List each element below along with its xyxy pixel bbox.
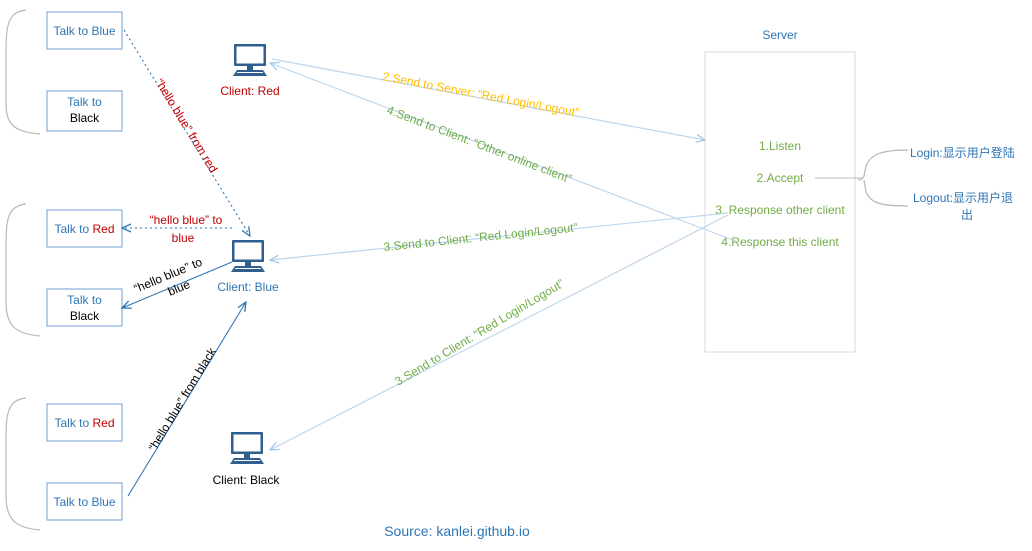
group-brace-blue xyxy=(5,203,41,337)
server-step-listen: 1.Listen xyxy=(759,139,801,153)
svg-text:Talk to Blue: Talk to Blue xyxy=(53,495,115,509)
edge-label-send-to-client-black: 3.Send to Client: “Red Login/Logout” xyxy=(392,276,566,388)
talk-to-red-button[interactable]: Talk to Red xyxy=(46,403,123,442)
talk-to-black-button[interactable]: Talk to Black xyxy=(46,288,123,327)
message-black-to-blue: “hello blue” from black xyxy=(146,345,220,454)
client-blue-label: Client: Blue xyxy=(217,280,279,294)
server-title: Server xyxy=(762,28,797,42)
message-blue-receive-line1: “hello blue” to xyxy=(150,213,223,227)
svg-text:Talk to: Talk to xyxy=(67,293,102,307)
monitor-icon xyxy=(231,240,265,272)
note-logout: Logout:显示用户退 xyxy=(913,190,1013,205)
arrow-blue-to-black xyxy=(122,261,233,308)
note-login: Login:显示用户登陆 xyxy=(910,145,1015,160)
server-step-response-this: 4.Response this client xyxy=(721,235,839,249)
svg-text:Talk to Blue: Talk to Blue xyxy=(53,24,115,38)
talk-to-red-button[interactable]: Talk to Red xyxy=(46,209,123,248)
svg-text:Black: Black xyxy=(70,309,100,323)
client-blue: Client: Blue xyxy=(217,240,279,294)
client-red: Client: Red xyxy=(220,44,280,98)
client-black-label: Client: Black xyxy=(213,473,281,487)
message-red-to-blue: “hello blue” from red xyxy=(152,76,220,175)
arrow-server-to-black xyxy=(270,214,729,450)
arrow-server-to-red xyxy=(270,63,739,243)
server-step-accept: 2.Accept xyxy=(757,171,804,185)
source-caption: Source: kanlei.github.io xyxy=(384,523,530,539)
talk-to-black-button[interactable]: Talk to Black xyxy=(46,90,123,132)
server-box xyxy=(704,51,856,353)
monitor-icon xyxy=(233,44,267,76)
note-logout-line2: 出 xyxy=(961,208,973,222)
talk-to-blue-button[interactable]: Talk to Blue xyxy=(46,482,123,521)
server-step-response-other: 3. Response other client xyxy=(715,203,845,217)
edge-label-send-to-client-other: 4.Send to Client: “Other online client” xyxy=(385,103,574,186)
client-black: Client: Black xyxy=(213,432,281,487)
monitor-icon xyxy=(230,432,264,464)
arrow-red-to-blue xyxy=(123,29,250,236)
message-blue-receive-line2: blue xyxy=(172,231,195,245)
client-red-label: Client: Red xyxy=(220,84,279,98)
talk-to-blue-button[interactable]: Talk to Blue xyxy=(46,11,123,50)
group-brace-black xyxy=(5,397,41,531)
arrow-server-to-blue xyxy=(270,212,729,260)
arrow-red-to-server xyxy=(271,58,705,140)
svg-text:Black: Black xyxy=(70,111,100,125)
svg-text:Talk to Red: Talk to Red xyxy=(54,222,114,236)
notes-brace xyxy=(857,149,909,207)
svg-text:Talk to: Talk to xyxy=(67,95,102,109)
edge-label-send-to-client-blue: 3.Send to Client: “Red Login/Logout” xyxy=(383,220,578,254)
arrow-black-to-blue xyxy=(127,302,246,497)
svg-text:Talk to Red: Talk to Red xyxy=(54,416,114,430)
group-brace-red xyxy=(5,9,41,135)
